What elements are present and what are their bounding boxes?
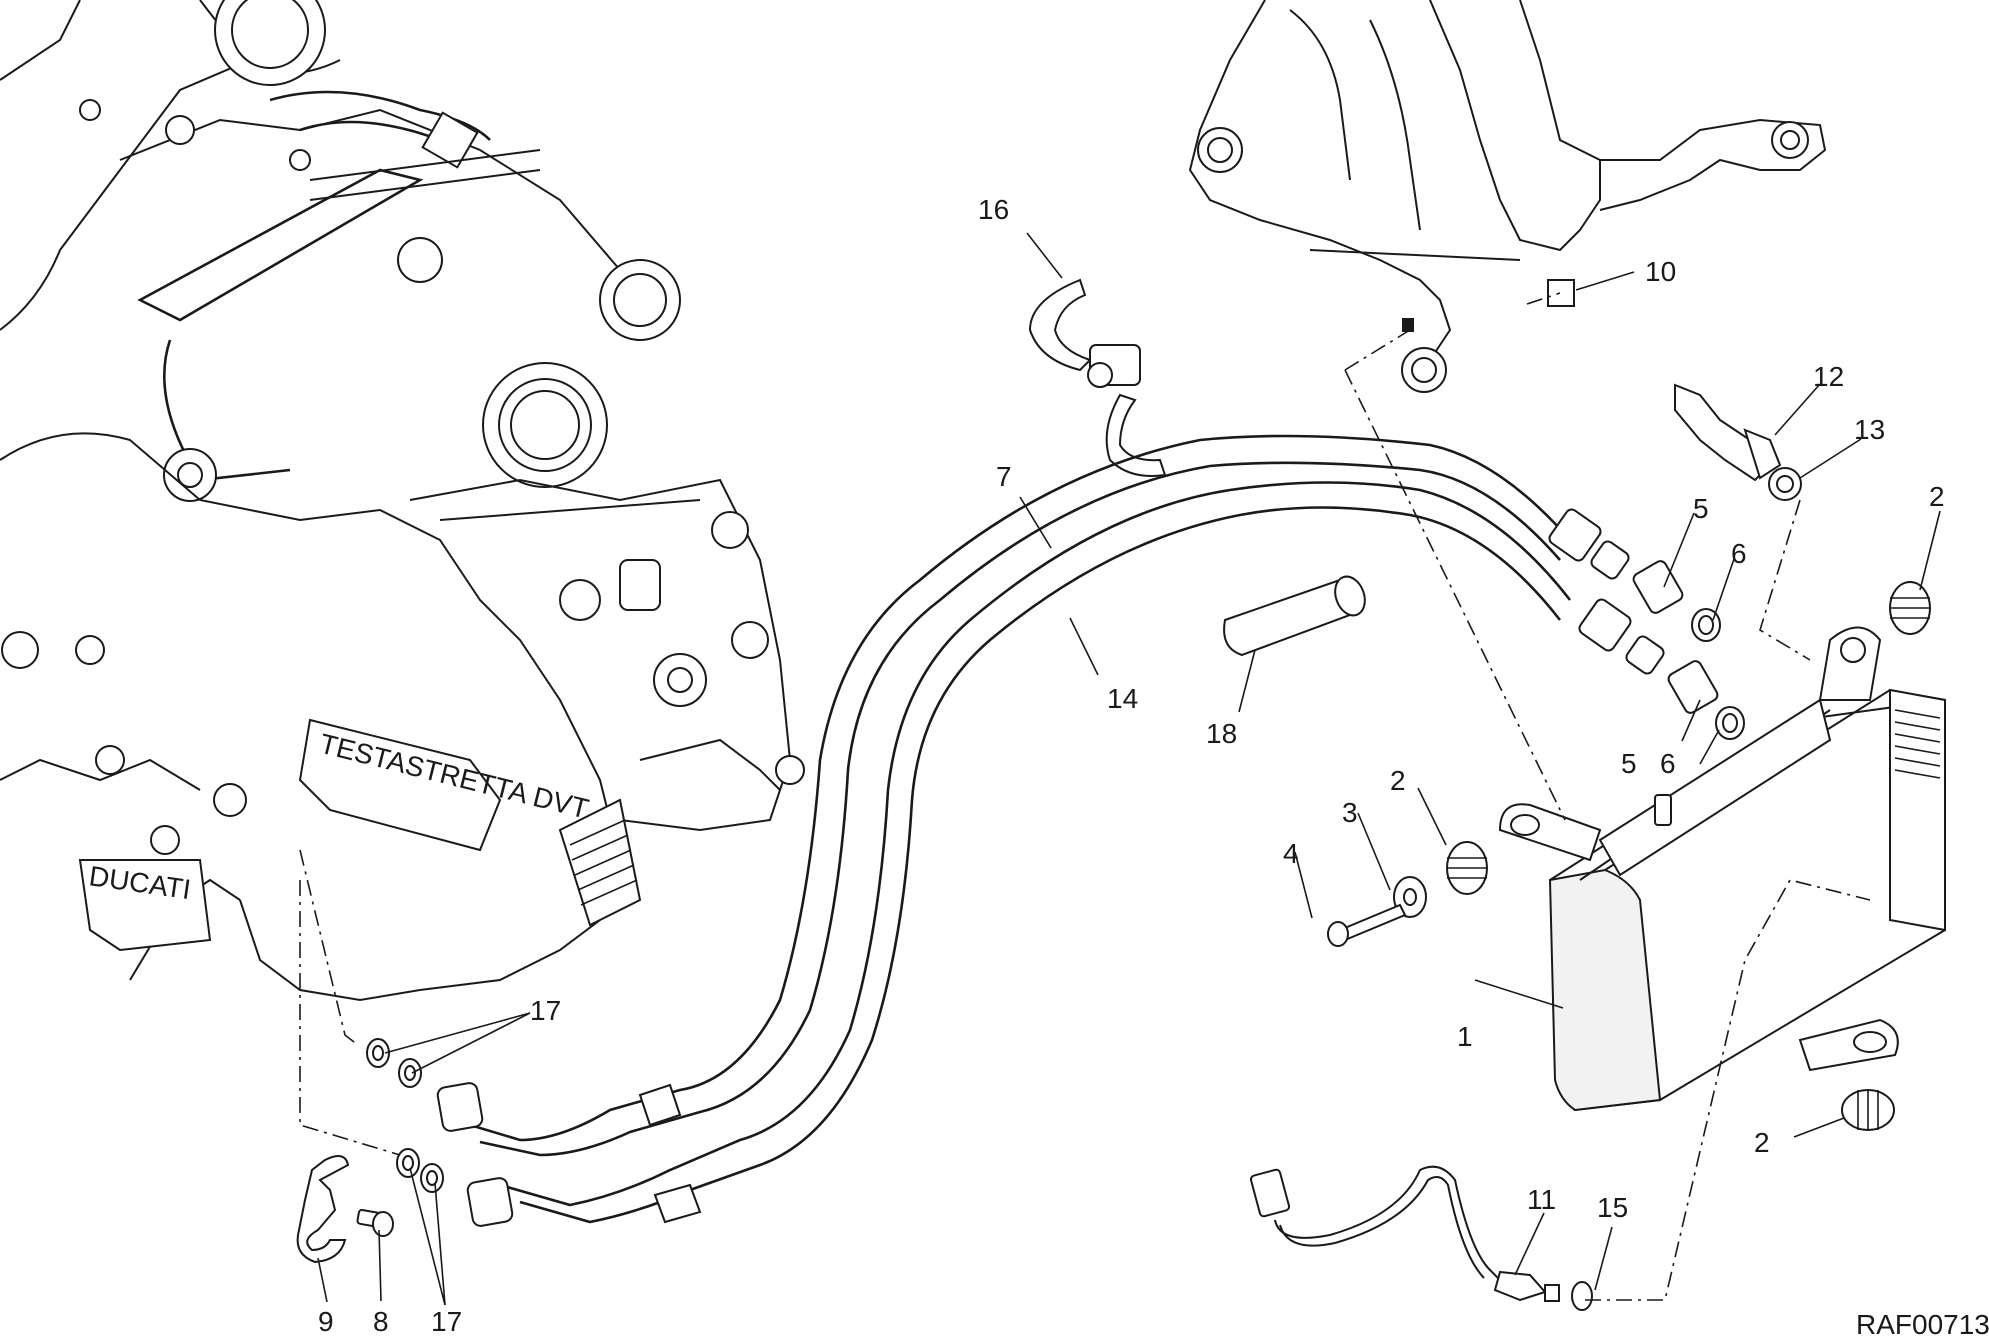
callout-4: 4	[1283, 838, 1299, 869]
callout-17-upper: 17	[530, 995, 561, 1026]
callout-3: 3	[1342, 797, 1358, 828]
callout-2-top: 2	[1929, 481, 1945, 512]
callout-5-upper: 5	[1693, 493, 1709, 524]
callout-1: 1	[1457, 1021, 1473, 1052]
callout-14: 14	[1107, 683, 1138, 714]
sensor-12	[1674, 383, 1802, 501]
leader-lines	[317, 232, 1941, 1306]
sensor-harness-11	[1249, 1165, 1593, 1311]
oil-cooler-1	[1498, 626, 1946, 1112]
drawing-code: RAF00713	[1856, 1309, 1989, 1340]
callout-11: 11	[1527, 1184, 1556, 1215]
callout-18: 18	[1206, 718, 1237, 749]
assembly-reference-lines	[299, 292, 1871, 1301]
callout-7: 7	[996, 461, 1012, 492]
callout-17-lower: 17	[431, 1306, 462, 1337]
callout-8: 8	[373, 1306, 389, 1337]
callout-12: 12	[1813, 361, 1844, 392]
callout-15: 15	[1597, 1192, 1628, 1223]
hose-clamp-16	[1028, 278, 1167, 477]
callout-2-bottom: 2	[1754, 1127, 1770, 1158]
callout-9: 9	[318, 1306, 334, 1337]
callout-5-lower: 5	[1621, 748, 1637, 779]
seals-5-6	[1632, 560, 1745, 740]
hose-18	[1223, 575, 1366, 657]
callout-6-lower: 6	[1660, 748, 1676, 779]
callout-labels: 1 2 2 2 3 4 5 5 6 6 7 8 9 10 11 12 13 14…	[318, 194, 1945, 1337]
frame-section	[1188, 0, 1827, 393]
engine-assembly: TESTASTRETTA DVT DUCATI	[0, 0, 805, 1002]
callout-10: 10	[1645, 256, 1676, 287]
callout-2-middle: 2	[1390, 765, 1406, 796]
callout-13: 13	[1854, 414, 1885, 445]
grommets-2	[1446, 581, 1931, 1131]
callout-16: 16	[978, 194, 1009, 225]
callout-6-upper: 6	[1731, 538, 1747, 569]
lower-clip-rings	[296, 1038, 444, 1264]
screw-4-washer-3	[1327, 876, 1427, 947]
oil-hoses	[436, 434, 1665, 1227]
